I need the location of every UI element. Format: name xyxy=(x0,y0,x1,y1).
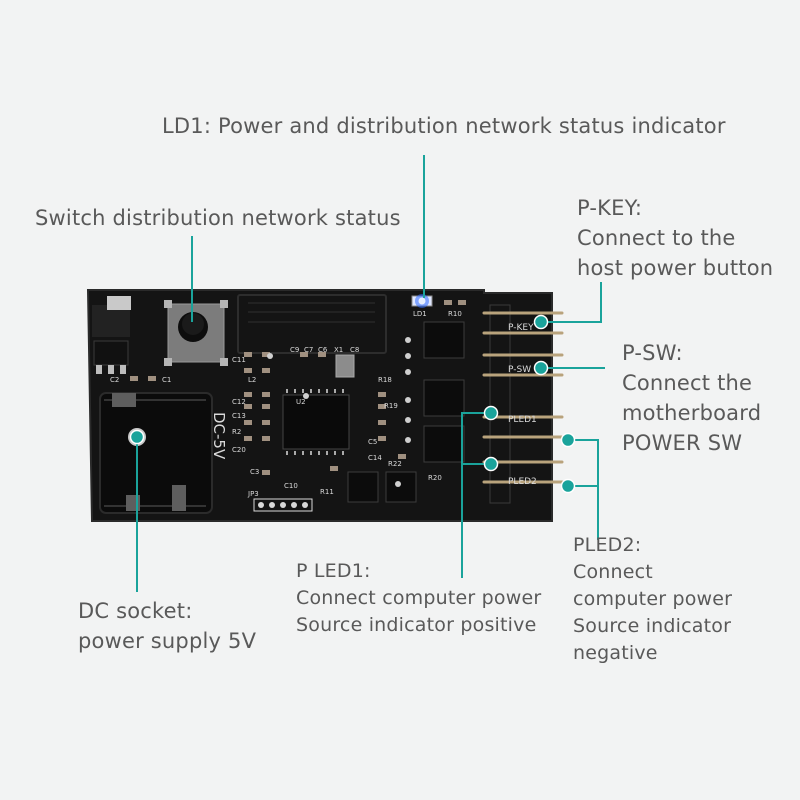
tactile-switch xyxy=(164,300,228,366)
silk-c9: C9 xyxy=(290,346,299,354)
callout-psw-line3: POWER SW xyxy=(622,431,743,455)
callout-psw: P-SW: Connect the motherboard POWER SW xyxy=(622,338,761,458)
silk-pled2: PLED2 xyxy=(508,477,537,487)
silk-pled1: PLED1 xyxy=(508,415,537,425)
callout-pled2-line1: Connect xyxy=(573,561,653,583)
silkscreen-labels: LD1 R10 C11 L2 C12 C13 R2 C20 C2 C1 C9 C… xyxy=(110,310,537,498)
silk-psw: P-SW xyxy=(508,365,531,375)
jp3-header xyxy=(253,498,313,512)
callout-switch: Switch distribution network status xyxy=(35,205,401,232)
silk-l2: L2 xyxy=(248,376,256,384)
callout-pled2-line3: Source indicator xyxy=(573,615,732,637)
callout-pled1: P LED1: Connect computer power Source in… xyxy=(296,558,541,639)
silk-dc: DC-5V xyxy=(210,412,228,460)
silk-c3: C3 xyxy=(250,468,259,476)
silk-c14: C14 xyxy=(368,454,382,462)
silk-pkey: P-KEY xyxy=(508,323,534,333)
callout-pkey: P-KEY: Connect to the host power button xyxy=(577,193,773,283)
dot-pled1-a xyxy=(483,405,499,421)
dot-pled2-a xyxy=(560,432,576,448)
silk-r11: R11 xyxy=(320,488,334,496)
callout-pled2-line4: negative xyxy=(573,642,658,664)
dot-dc xyxy=(129,429,145,445)
callout-psw-title: P-SW: xyxy=(622,341,683,365)
transistors xyxy=(347,321,465,503)
callout-pled1-line2: Source indicator positive xyxy=(296,614,537,636)
callout-switch-line: Switch distribution network status xyxy=(35,206,401,230)
silk-r19: R19 xyxy=(384,402,398,410)
silk-c20: C20 xyxy=(232,446,246,454)
silk-x1: X1 xyxy=(334,346,343,354)
silk-u2: U2 xyxy=(296,398,306,406)
callout-dots xyxy=(129,314,576,494)
callout-psw-line1: Connect the xyxy=(622,371,753,395)
via-pads xyxy=(267,337,411,487)
status-led xyxy=(411,294,433,308)
dot-pkey xyxy=(533,314,549,330)
callout-pled1-title: P LED1: xyxy=(296,560,371,582)
silk-c5: C5 xyxy=(368,438,377,446)
callout-ld1: LD1: Power and distribution network stat… xyxy=(162,113,726,140)
silk-r10: R10 xyxy=(448,310,462,318)
silk-r22: R22 xyxy=(388,460,402,468)
mcu-chip xyxy=(282,354,355,455)
callout-dc-line1: power supply 5V xyxy=(78,629,257,653)
silk-c10: C10 xyxy=(284,482,298,490)
callout-pled2: PLED2: Connect computer power Source ind… xyxy=(573,532,732,667)
callout-pled2-title: PLED2: xyxy=(573,534,642,556)
callout-pkey-title: P-KEY: xyxy=(577,196,643,220)
callout-pled2-line2: computer power xyxy=(573,588,733,610)
silk-r20: R20 xyxy=(428,474,442,482)
voltage-regulator xyxy=(92,296,131,374)
antenna-trace xyxy=(237,294,387,354)
dot-psw xyxy=(533,360,549,376)
silk-c6: C6 xyxy=(318,346,328,354)
callout-pkey-line2: host power button xyxy=(577,256,774,280)
silk-r18: R18 xyxy=(378,376,392,384)
callout-dc-title: DC socket: xyxy=(78,599,193,623)
silk-r2: R2 xyxy=(232,428,241,436)
dot-pled2-b xyxy=(560,478,576,494)
dc-socket xyxy=(99,392,213,514)
silk-c8: C8 xyxy=(350,346,359,354)
silk-c12: C12 xyxy=(232,398,246,406)
leader-pled2-a xyxy=(568,439,599,540)
callout-dc: DC socket: power supply 5V xyxy=(78,596,256,656)
silk-c13: C13 xyxy=(232,412,246,420)
silk-c7: C7 xyxy=(304,346,313,354)
silk-c1: C1 xyxy=(162,376,171,384)
callout-pkey-line1: Connect to the xyxy=(577,226,736,250)
silk-c2: C2 xyxy=(110,376,119,384)
crystal-oscillator xyxy=(335,354,355,378)
dot-pled1-b xyxy=(483,456,499,472)
silk-jp3: JP3 xyxy=(247,490,259,498)
silk-c11: C11 xyxy=(232,356,246,364)
silk-ld1: LD1 xyxy=(413,310,427,318)
smd-components xyxy=(130,300,466,475)
callout-psw-line2: motherboard xyxy=(622,401,762,425)
callout-ld1-line: LD1: Power and distribution network stat… xyxy=(162,114,726,138)
leader-pled1-a xyxy=(461,412,491,578)
callout-pled1-line1: Connect computer power xyxy=(296,587,542,609)
leader-pkey xyxy=(541,282,602,323)
